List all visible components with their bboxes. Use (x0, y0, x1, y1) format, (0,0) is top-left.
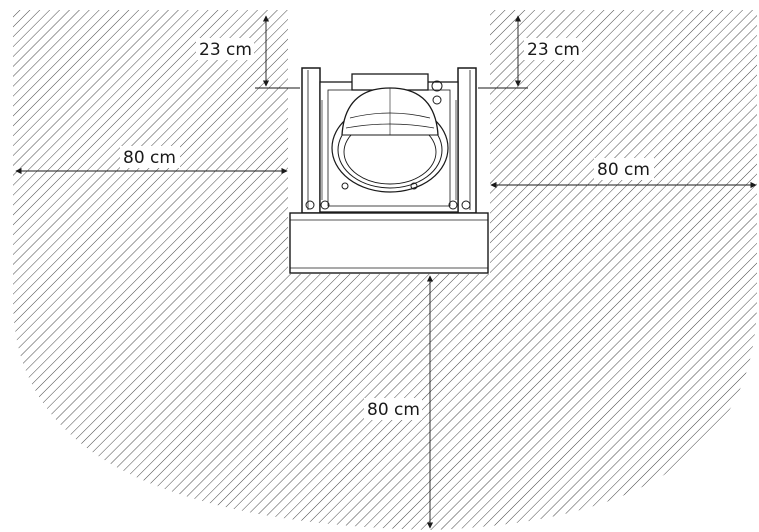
dim-label-left: 80 cm (123, 148, 176, 168)
dim-label-right: 80 cm (597, 160, 650, 180)
dim-label-front: 80 cm (367, 400, 420, 420)
dimension-lines (15, 15, 757, 529)
dim-label-top-right: 23 cm (527, 40, 580, 60)
dim-label-top-left: 23 cm (199, 40, 252, 60)
appliance-top-view (289, 67, 489, 274)
